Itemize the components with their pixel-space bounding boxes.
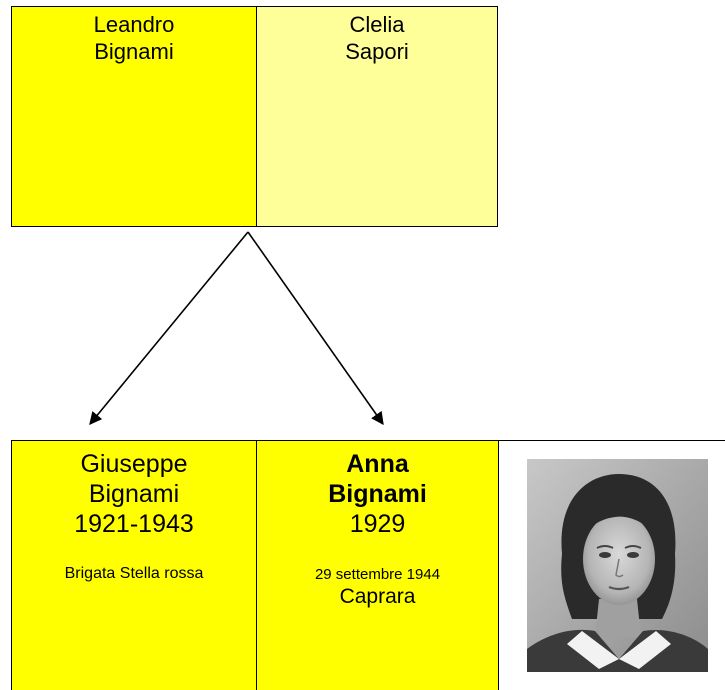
father-cell: Leandro Bignami [12, 7, 257, 226]
mother-cell: Clelia Sapori [257, 7, 497, 226]
father-last-name: Bignami [94, 39, 174, 64]
children-row: Giuseppe Bignami 1921-1943 Brigata Stell… [11, 440, 725, 690]
child-place: Caprara [339, 585, 416, 608]
child-years: 1929 [349, 510, 406, 538]
father-first-name: Leandro [93, 12, 175, 37]
child-last-name: Bignami [88, 480, 180, 508]
mother-last-name: Sapori [345, 39, 409, 64]
arrow-to-giuseppe [89, 231, 249, 425]
portrait-photo [527, 459, 708, 672]
child-years: 1921-1943 [74, 510, 194, 538]
child-last-name: Bignami [328, 480, 427, 508]
child-cell-giuseppe: Giuseppe Bignami 1921-1943 Brigata Stell… [12, 441, 257, 690]
child-note: Brigata Stella rossa [64, 565, 204, 582]
child-cell-anna: Anna Bignami 1929 29 settembre 1944 Capr… [257, 441, 499, 690]
child-first-name: Giuseppe [80, 450, 188, 478]
parents-row: Leandro Bignami Clelia Sapori [11, 6, 498, 227]
child-first-name: Anna [346, 450, 409, 478]
arrow-to-anna [247, 231, 384, 426]
child-date: 29 settembre 1944 [314, 566, 441, 583]
mother-first-name: Clelia [349, 12, 405, 37]
